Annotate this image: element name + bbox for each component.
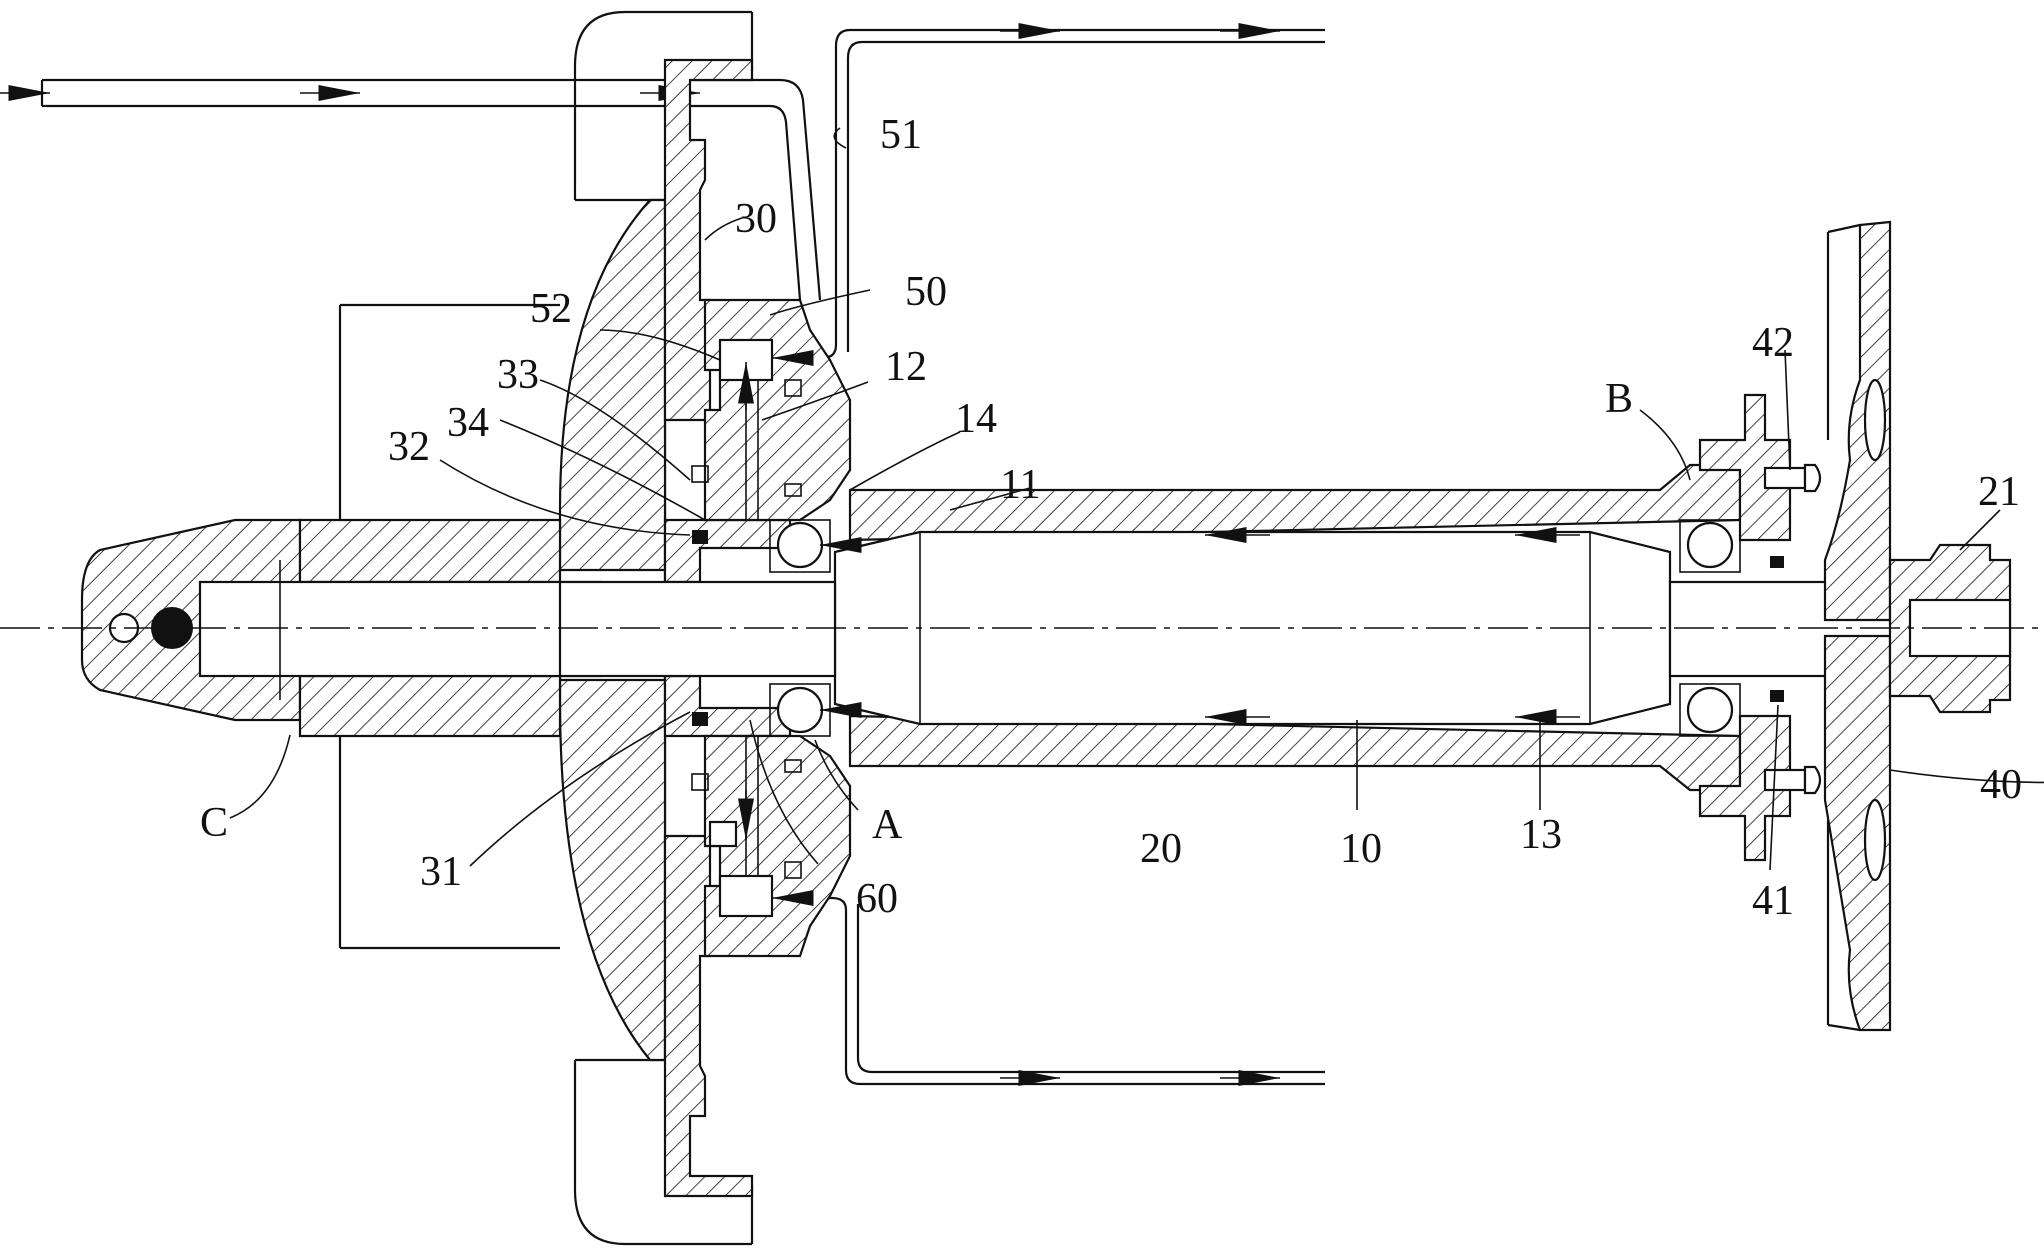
labels: 51 30 50 52 12 33 34 14 32 11 B 42 21 C …	[200, 112, 2022, 924]
label-30: 30	[735, 196, 777, 242]
label-34: 34	[447, 400, 489, 446]
leader-lines	[229, 127, 2044, 871]
label-40: 40	[1980, 762, 2022, 808]
label-13: 13	[1520, 812, 1562, 858]
label-50: 50	[905, 269, 947, 315]
bearing-housing	[703, 298, 852, 958]
label-c: C	[200, 800, 228, 846]
label-60: 60	[856, 876, 898, 922]
label-32: 32	[388, 424, 430, 470]
bearing-b	[1679, 519, 1741, 737]
label-20: 20	[1140, 826, 1182, 872]
hub	[198, 518, 602, 738]
bearing-a	[769, 519, 831, 737]
label-51: 51	[880, 112, 922, 158]
oil-outlet-pipe-bottom	[790, 896, 1325, 1086]
label-33: 33	[497, 352, 539, 398]
label-12: 12	[885, 344, 927, 390]
label-42: 42	[1752, 320, 1794, 366]
label-a: A	[872, 802, 903, 848]
label-11: 11	[1000, 462, 1040, 508]
label-21: 21	[1978, 469, 2020, 515]
oil-outlet-pipe-top	[790, 23, 1325, 360]
compressor-wheel	[558, 198, 667, 1062]
oil-flow-arrows	[738, 350, 1580, 906]
label-10: 10	[1340, 826, 1382, 872]
label-41: 41	[1752, 878, 1794, 924]
label-31: 31	[420, 849, 462, 895]
label-52: 52	[530, 286, 572, 332]
label-14: 14	[955, 396, 997, 442]
seals	[691, 379, 1784, 879]
label-b: B	[1605, 376, 1633, 422]
